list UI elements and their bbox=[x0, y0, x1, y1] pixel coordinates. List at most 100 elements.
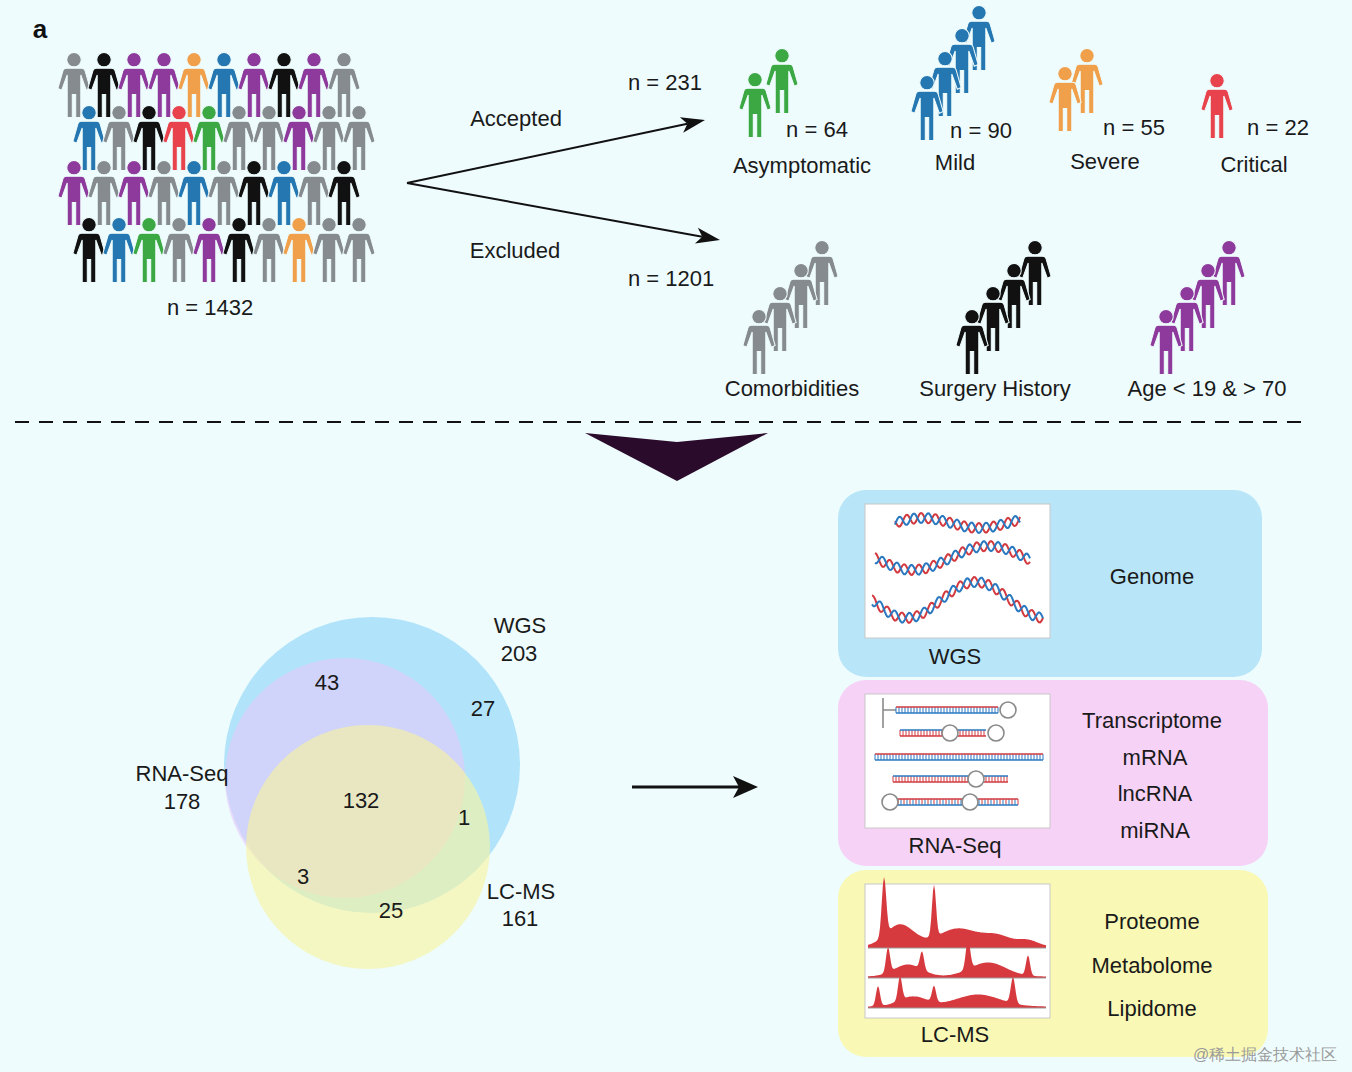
group-box: n = 1432 bbox=[55, 45, 407, 325]
person-icon bbox=[118, 160, 150, 225]
rna-loop bbox=[968, 771, 984, 787]
base-pair bbox=[1003, 799, 1004, 805]
base-pair bbox=[896, 707, 897, 713]
dashed-divider bbox=[15, 421, 1310, 423]
node-label: Severe bbox=[1070, 149, 1140, 174]
person-icon bbox=[73, 217, 105, 282]
base-pair bbox=[1019, 754, 1020, 760]
person-icon bbox=[764, 286, 796, 351]
base-pair bbox=[910, 799, 911, 805]
region-count: 27 bbox=[471, 696, 495, 721]
base-pair bbox=[981, 730, 982, 736]
base-pair bbox=[884, 754, 885, 760]
base-pair bbox=[965, 754, 966, 760]
region-count: 3 bbox=[297, 864, 309, 889]
base-pair bbox=[905, 707, 906, 713]
flow-arrow bbox=[632, 786, 742, 789]
base-pair bbox=[935, 776, 936, 782]
person-icon bbox=[785, 263, 817, 328]
person-icon bbox=[103, 217, 135, 282]
base-pair bbox=[904, 799, 905, 805]
base-pair bbox=[1004, 754, 1005, 760]
node-label: Lipidome bbox=[1107, 996, 1196, 1021]
base-pair bbox=[905, 776, 906, 782]
base-pair bbox=[914, 776, 915, 782]
group-box: n = 22Critical bbox=[1190, 60, 1320, 185]
rna-loop bbox=[942, 725, 958, 741]
group-box: n = 90Mild bbox=[895, 2, 1025, 182]
region-count: 25 bbox=[379, 898, 403, 923]
base-pair bbox=[955, 799, 956, 805]
base-pair bbox=[972, 730, 973, 736]
base-pair bbox=[929, 776, 930, 782]
base-pair bbox=[986, 776, 987, 782]
base-pair bbox=[962, 754, 963, 760]
base-pair bbox=[933, 730, 934, 736]
base-pair bbox=[989, 776, 990, 782]
count-label: RNA-Seq bbox=[136, 761, 229, 786]
base-pair bbox=[906, 730, 907, 736]
base-pair bbox=[956, 776, 957, 782]
base-pair bbox=[1009, 799, 1010, 805]
base-pair bbox=[985, 799, 986, 805]
base-pair bbox=[1016, 754, 1017, 760]
omics-panel: RNA-SeqTranscriptomemRNAlncRNAmiRNA bbox=[838, 680, 1268, 866]
base-pair bbox=[919, 799, 920, 805]
person-icon bbox=[163, 105, 195, 170]
base-pair bbox=[1015, 799, 1016, 805]
base-pair bbox=[984, 730, 985, 736]
base-pair bbox=[899, 754, 900, 760]
person-icon bbox=[253, 105, 285, 170]
group-box: n = 1201ComorbiditiesSurgery HistoryAge … bbox=[720, 232, 1320, 410]
base-pair bbox=[905, 754, 906, 760]
base-pair bbox=[950, 776, 951, 782]
base-pair bbox=[902, 754, 903, 760]
node-label: Critical bbox=[1220, 152, 1287, 177]
base-pair bbox=[911, 776, 912, 782]
base-pair bbox=[1025, 754, 1026, 760]
person-icon bbox=[1192, 263, 1224, 328]
base-pair bbox=[912, 730, 913, 736]
base-pair bbox=[962, 776, 963, 782]
person-icon bbox=[283, 217, 315, 282]
rna-loop bbox=[882, 794, 898, 810]
base-pair bbox=[944, 754, 945, 760]
group-box: Surgery History bbox=[905, 235, 1090, 405]
person-icon bbox=[58, 160, 90, 225]
base-pair bbox=[969, 730, 970, 736]
base-pair bbox=[983, 754, 984, 760]
base-pair bbox=[965, 707, 966, 713]
base-pair bbox=[943, 799, 944, 805]
node-label: Comorbidities bbox=[725, 376, 860, 401]
base-pair bbox=[983, 707, 984, 713]
count-label: WGS bbox=[494, 613, 547, 638]
base-pair bbox=[1037, 754, 1038, 760]
node-label: Surgery History bbox=[919, 376, 1071, 401]
base-pair bbox=[1001, 776, 1002, 782]
base-pair bbox=[1000, 799, 1001, 805]
node-label: WGS bbox=[929, 644, 982, 669]
node-label: n = 1432 bbox=[167, 295, 253, 320]
rna-strand bbox=[883, 804, 1018, 806]
panel-illustration bbox=[838, 680, 1268, 866]
down-arrowhead bbox=[585, 433, 768, 481]
base-pair bbox=[936, 730, 937, 736]
base-pair bbox=[935, 707, 936, 713]
base-pair bbox=[881, 754, 882, 760]
base-pair bbox=[938, 776, 939, 782]
omics-panel: LC-MSProteomeMetabolomeLipidome bbox=[838, 870, 1268, 1057]
person-icon bbox=[911, 75, 943, 140]
base-pair bbox=[915, 730, 916, 736]
venn-circle: LC-MS161 bbox=[246, 725, 490, 969]
base-pair bbox=[998, 754, 999, 760]
person-icon bbox=[998, 263, 1030, 328]
base-pair bbox=[922, 799, 923, 805]
region-count: 43 bbox=[315, 670, 339, 695]
person-icon bbox=[88, 160, 120, 225]
dna-strand bbox=[875, 541, 1030, 575]
base-pair bbox=[992, 707, 993, 713]
base-pair bbox=[901, 799, 902, 805]
person-icon bbox=[766, 48, 798, 113]
base-pair bbox=[908, 776, 909, 782]
rna-strand bbox=[896, 712, 998, 714]
